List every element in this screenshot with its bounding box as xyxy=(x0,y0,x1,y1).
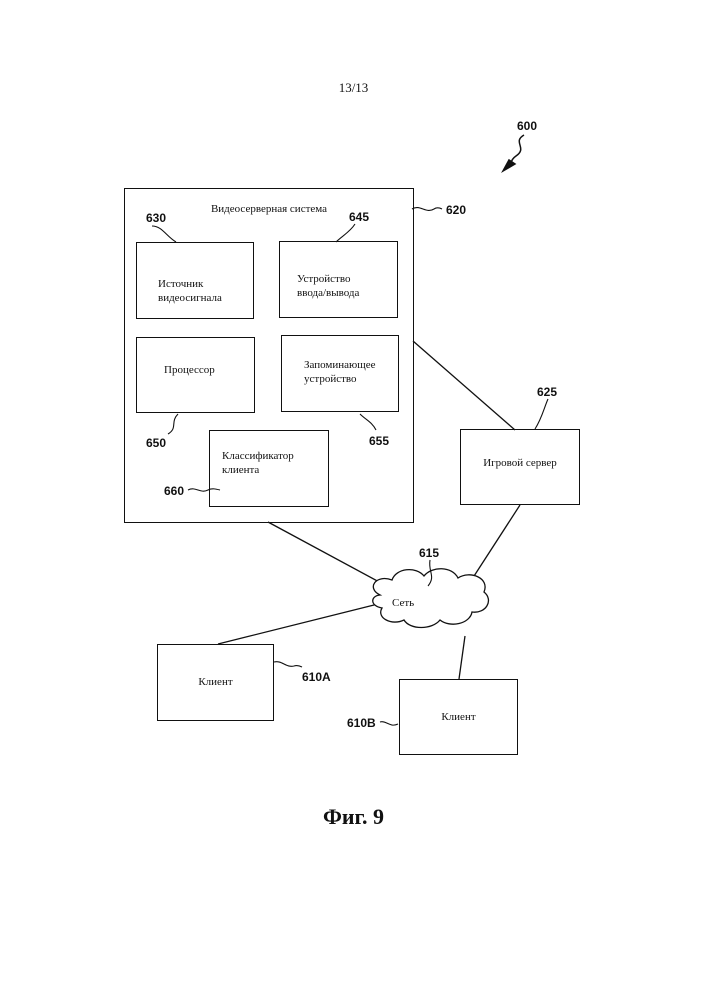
figure-ref-label: 600 xyxy=(517,119,537,133)
network-cloud-icon xyxy=(373,569,489,628)
client-a-label: Клиент xyxy=(157,675,274,689)
video-source-ref: 630 xyxy=(146,211,166,225)
leader-610B xyxy=(380,722,398,725)
leader-625 xyxy=(535,399,548,429)
video-source-label: Источник видеосигнала xyxy=(158,277,250,305)
page-number: 13/13 xyxy=(0,80,707,96)
link-video-server-to-game-server xyxy=(413,341,515,430)
link-client-a-to-network xyxy=(218,604,378,644)
game-server-ref: 625 xyxy=(537,385,557,399)
io-device-label: Устройство ввода/вывода xyxy=(297,272,395,300)
figure-arrow-600 xyxy=(503,135,524,171)
network-label: Сеть xyxy=(392,596,414,610)
client-qualifier-label: Классификатор клиента xyxy=(222,449,328,477)
link-client-b-to-network xyxy=(459,636,465,679)
client-b-ref: 610B xyxy=(347,716,376,730)
link-video-server-to-network xyxy=(268,522,394,590)
video-server-system-title: Видеосерверная система xyxy=(124,202,414,216)
network-ref: 615 xyxy=(419,546,439,560)
processor-label: Процессор xyxy=(164,363,254,377)
leader-620 xyxy=(412,208,442,211)
client-a-ref: 610A xyxy=(302,670,331,684)
client-b-label: Клиент xyxy=(399,710,518,724)
processor-ref: 650 xyxy=(146,436,166,450)
storage-ref: 655 xyxy=(369,434,389,448)
game-server-label: Игровой сервер xyxy=(460,456,580,470)
figure-caption: Фиг. 9 xyxy=(0,804,707,830)
client-qualifier-ref: 660 xyxy=(164,484,184,498)
storage-label: Запоминающее устройство xyxy=(304,358,398,386)
leader-610A xyxy=(274,662,302,667)
io-device-ref: 645 xyxy=(349,210,369,224)
video-server-system-ref: 620 xyxy=(446,203,466,217)
